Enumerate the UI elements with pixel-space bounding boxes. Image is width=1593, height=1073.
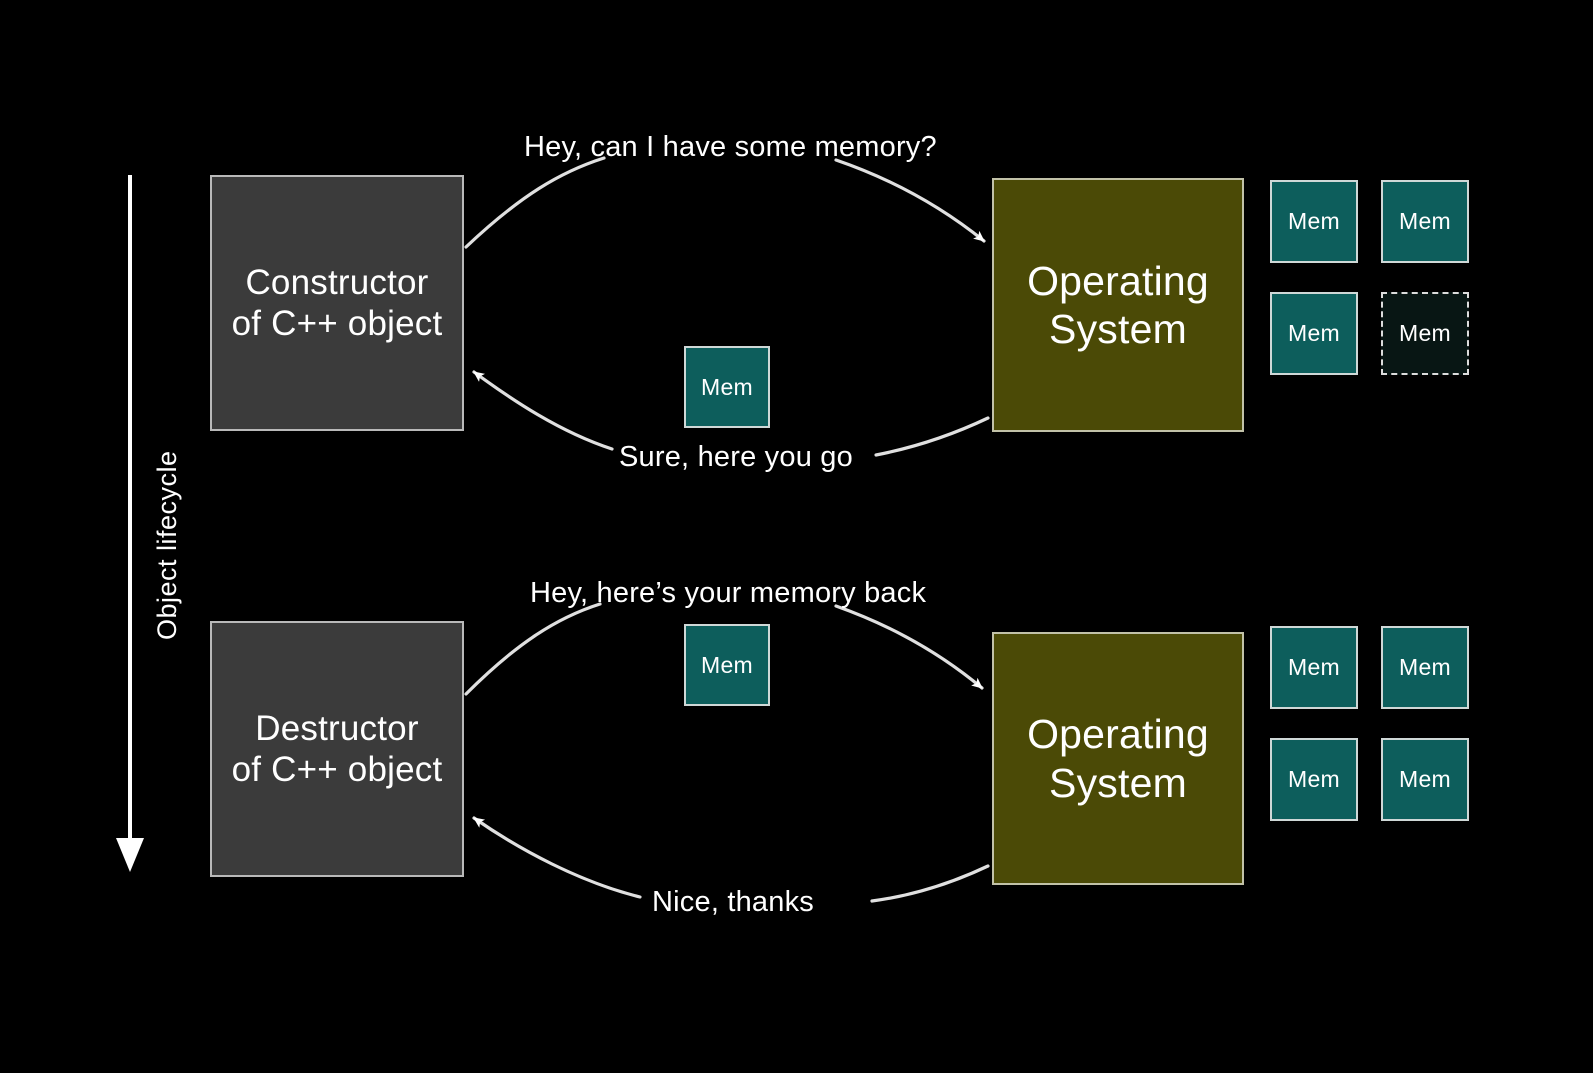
- destructor-box[interactable]: Destructor of C++ object: [210, 621, 464, 877]
- memory-pool-slot-2-destruction[interactable]: Mem: [1381, 626, 1469, 709]
- caption-response-construction: Sure, here you go: [619, 441, 853, 473]
- operating-system-box-construction[interactable]: Operating System: [992, 178, 1244, 432]
- memory-pool-slot-3-construction[interactable]: Mem: [1270, 292, 1358, 375]
- object-lifecycle-arrow: [116, 175, 144, 872]
- memory-pool-slot-1-destruction[interactable]: Mem: [1270, 626, 1358, 709]
- caption-response-destruction: Nice, thanks: [652, 886, 814, 918]
- request-arrow-construction: [464, 156, 986, 249]
- object-lifecycle-label: Object lifecycle: [152, 450, 182, 640]
- transfer-memory-chip-destruction[interactable]: Mem: [684, 624, 770, 706]
- caption-request-destruction: Hey, here’s your memory back: [530, 577, 927, 609]
- transfer-memory-chip-construction[interactable]: Mem: [684, 346, 770, 428]
- memory-pool-slot-4-free-construction[interactable]: Mem: [1381, 292, 1469, 375]
- memory-pool-slot-4-destruction[interactable]: Mem: [1381, 738, 1469, 821]
- memory-pool-slot-3-destruction[interactable]: Mem: [1270, 738, 1358, 821]
- operating-system-box-destruction[interactable]: Operating System: [992, 632, 1244, 885]
- memory-pool-slot-2-construction[interactable]: Mem: [1381, 180, 1469, 263]
- memory-pool-slot-1-construction[interactable]: Mem: [1270, 180, 1358, 263]
- caption-request-construction: Hey, can I have some memory?: [524, 131, 937, 163]
- constructor-box[interactable]: Constructor of C++ object: [210, 175, 464, 431]
